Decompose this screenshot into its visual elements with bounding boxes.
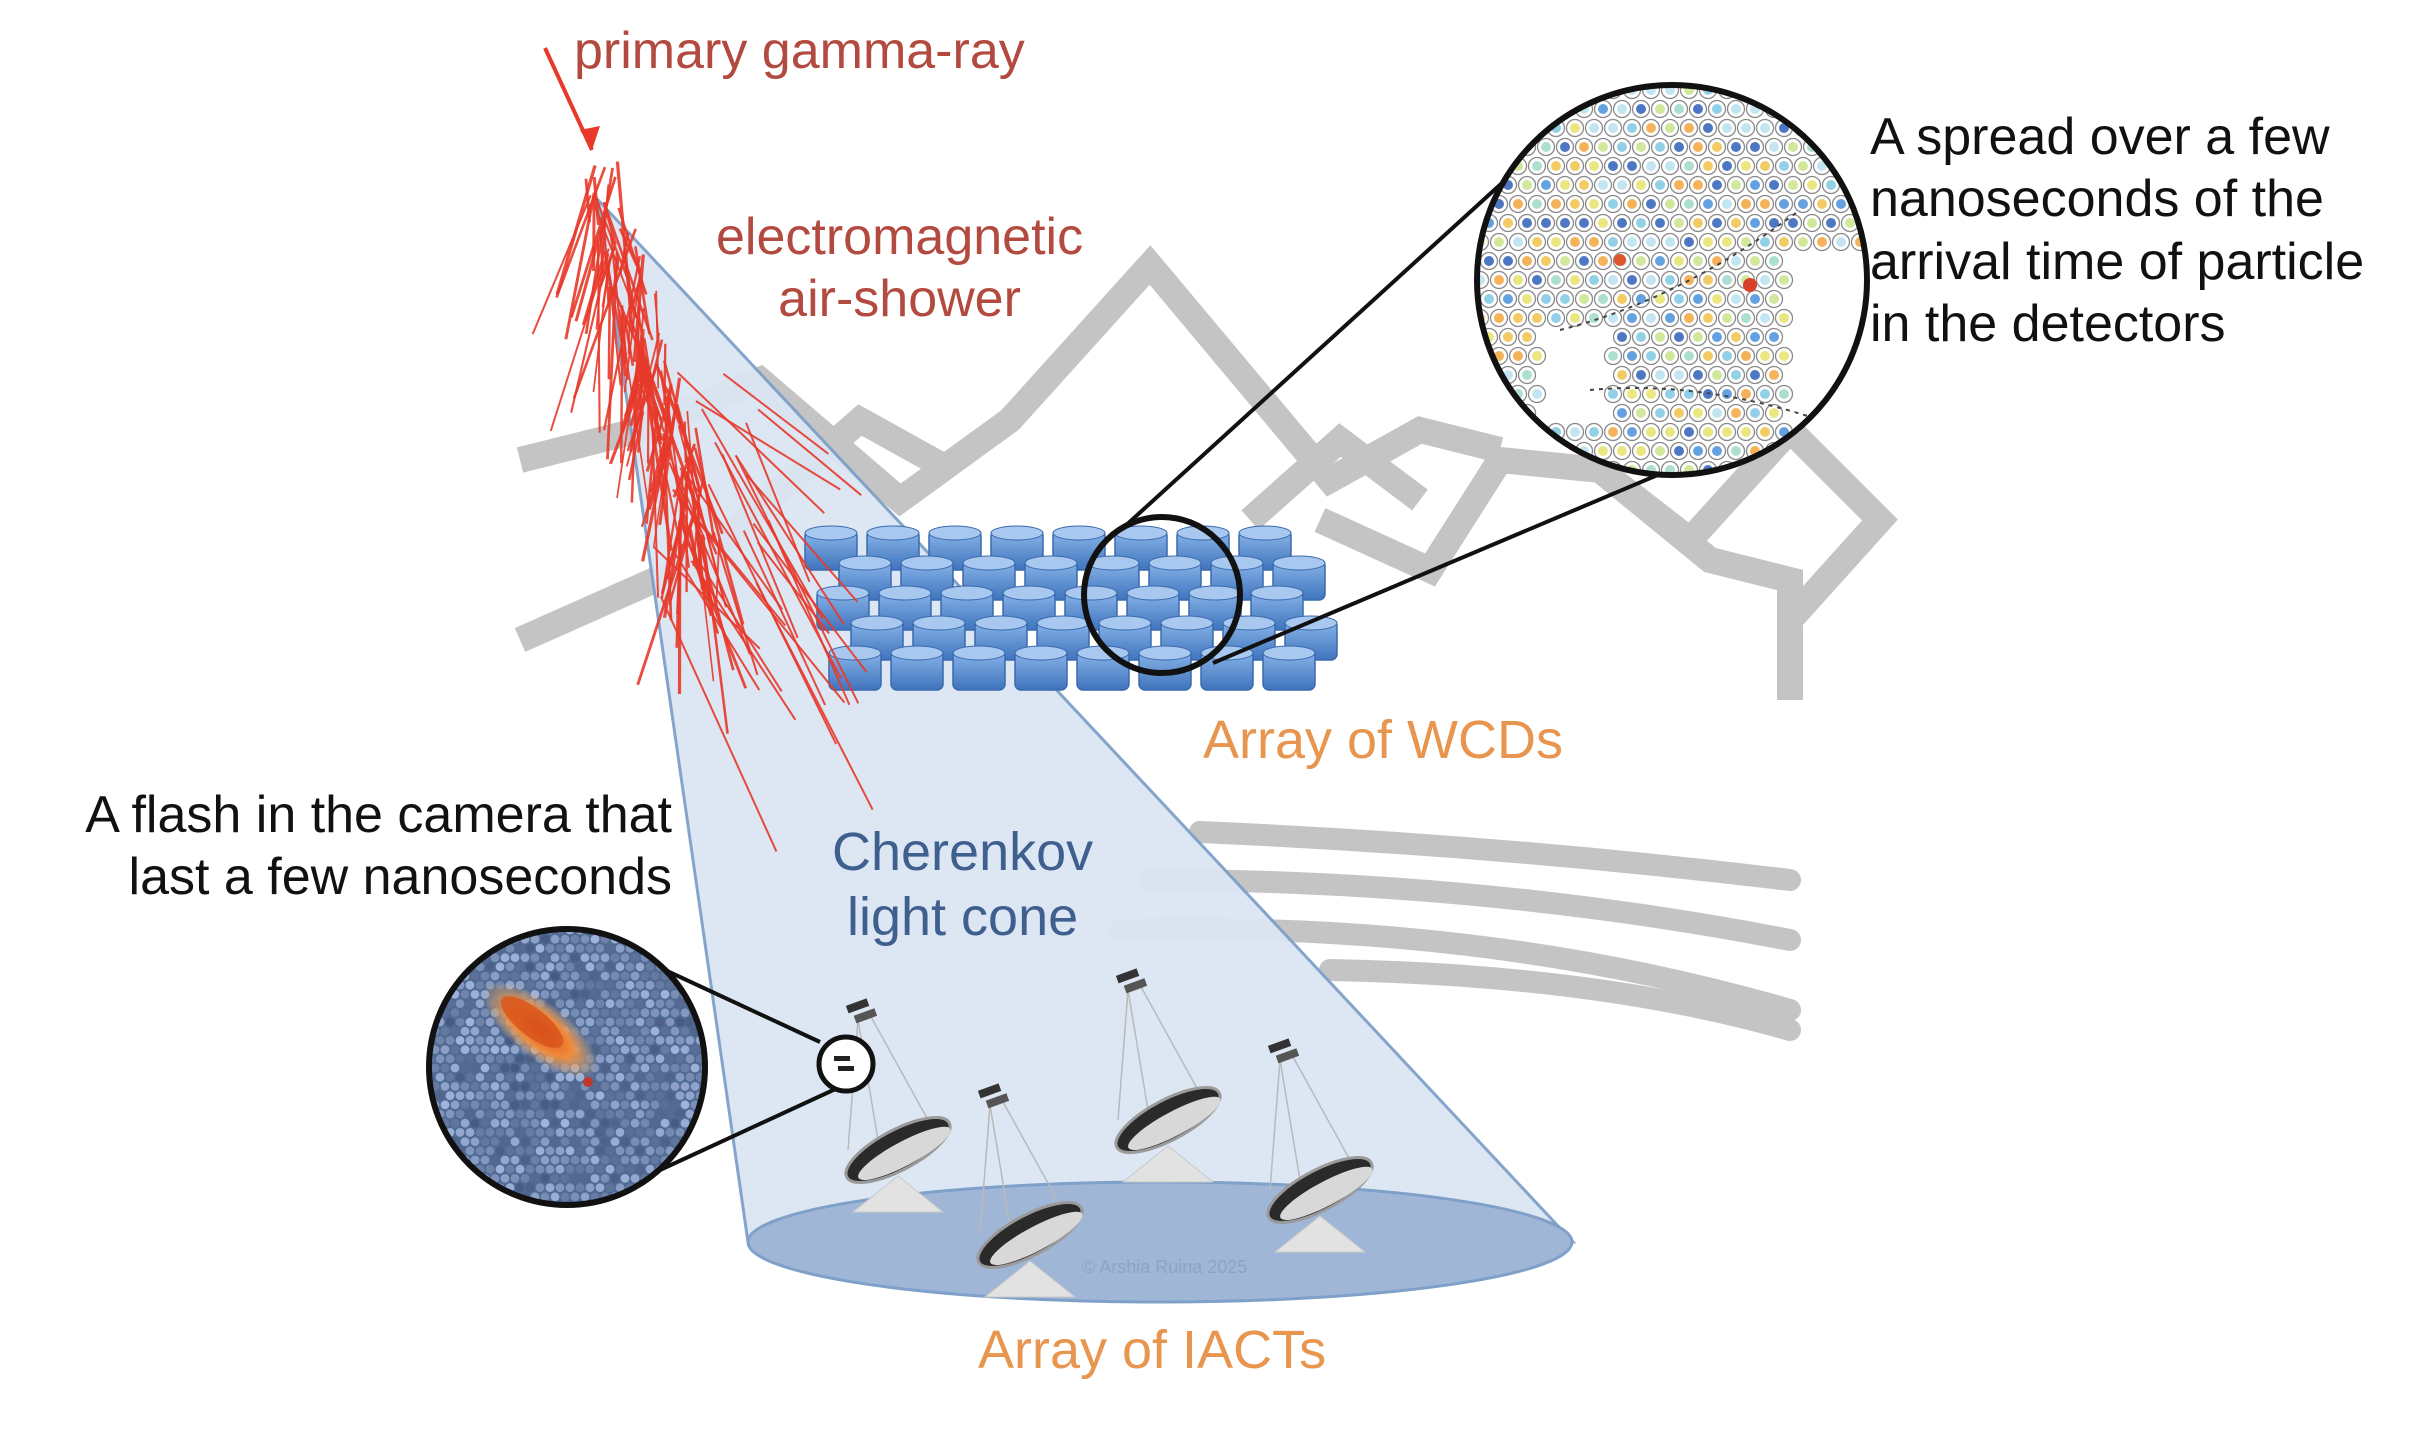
air-shower-label: electromagnetic air-shower	[716, 206, 1083, 331]
wcd-array-label: Array of WCDs	[1203, 708, 1563, 773]
primary-gamma-ray-label: primary gamma-ray	[574, 20, 1025, 82]
copyright-text: © Arshia Ruina 2025	[1082, 1257, 1247, 1279]
camera-flash-annotation: A flash in the camera that last a few na…	[52, 784, 672, 909]
camera-magnifier-small	[819, 1037, 873, 1091]
wcd-timing-annotation: A spread over a few nanoseconds of the a…	[1870, 106, 2364, 356]
cherenkov-cone-label: Cherenkov light cone	[832, 820, 1093, 950]
iact-array-label: Array of IACTs	[978, 1318, 1326, 1383]
